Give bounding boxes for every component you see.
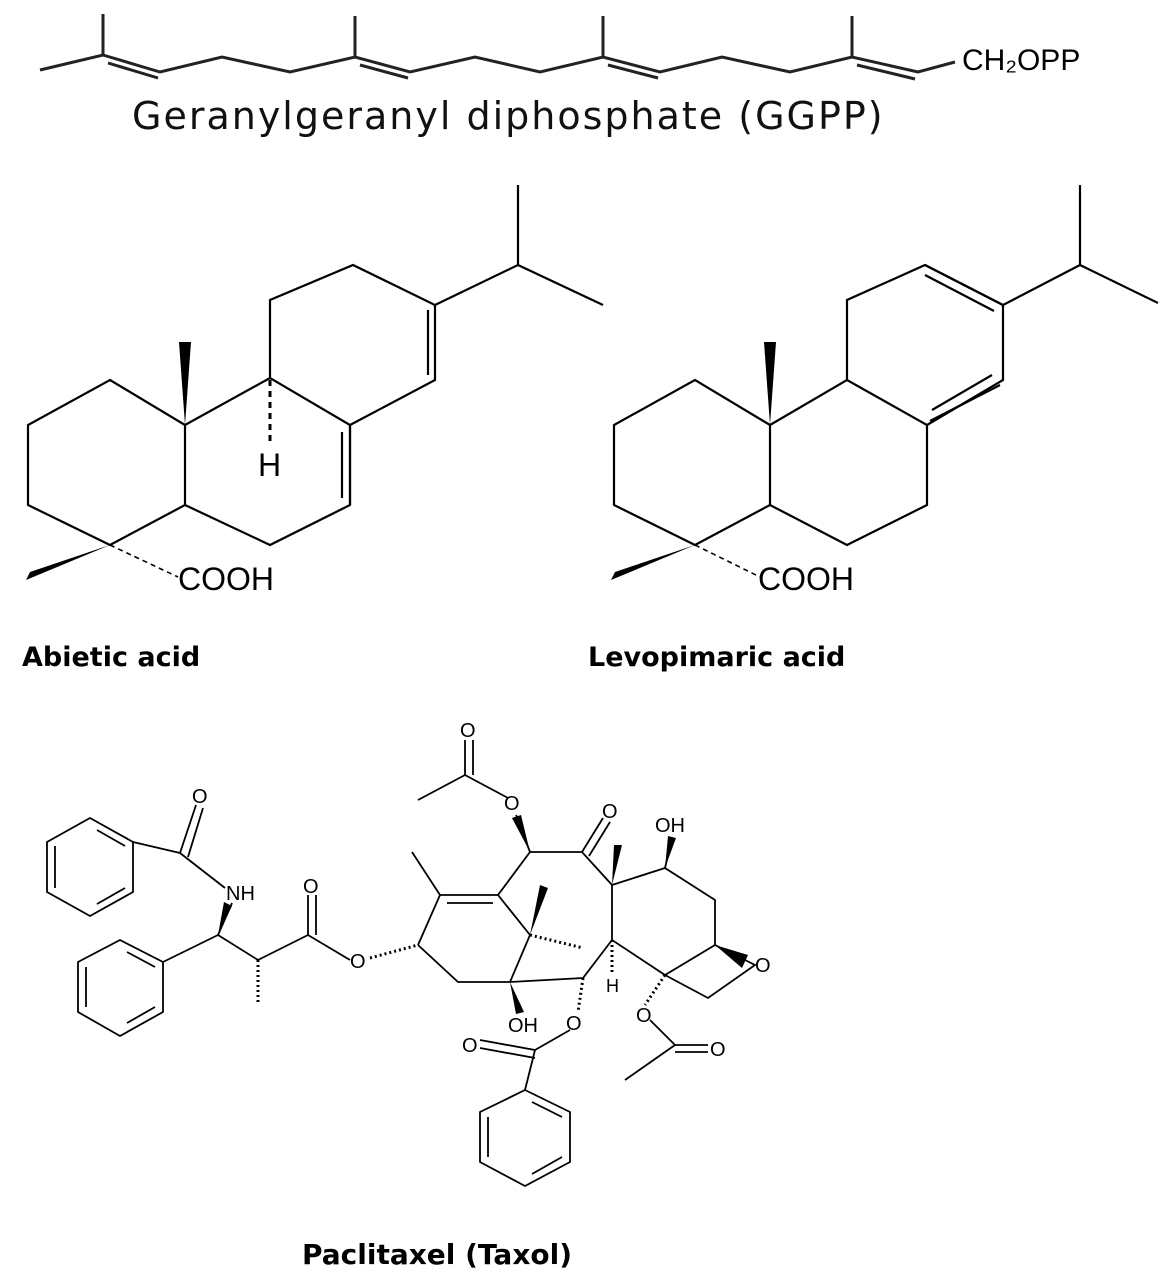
paclitaxel-o-benzoate-c: O (462, 1035, 478, 1057)
levopimaric-methyl-wedge-bottom (611, 545, 695, 580)
paclitaxel-o-acetyl-top: O (460, 720, 476, 742)
abietic-h-label: H (258, 447, 281, 483)
levopimaric-acid-label: Levopimaric acid (588, 642, 846, 673)
paclitaxel-o-ester-c: O (303, 876, 319, 898)
paclitaxel-wedge-oh-top (665, 836, 676, 868)
paclitaxel-o-oxetane: O (755, 955, 771, 977)
paclitaxel-o-ketone: O (602, 801, 618, 823)
paclitaxel-h-ring: H (606, 976, 619, 996)
paclitaxel-oh-bottom: OH (508, 1015, 538, 1037)
levopimaric-acid-structure (612, 185, 1159, 578)
levopimaric-methyl-wedge-top (764, 342, 776, 425)
paclitaxel-wedge-methyl-1 (530, 885, 548, 935)
paclitaxel-o-ester-link: O (350, 951, 366, 973)
levopimaric-cooh-label: COOH (758, 561, 854, 597)
ggpp-structure (39, 14, 956, 81)
paclitaxel-label: Paclitaxel (Taxol) (302, 1238, 573, 1271)
paclitaxel-oh-top: OH (655, 815, 685, 837)
ggpp-caption: Geranylgeranyl diphosphate (GGPP) (132, 94, 885, 138)
paclitaxel-wedge-top-acetyl (512, 815, 530, 852)
abietic-acid-structure (26, 185, 604, 578)
paclitaxel-o-acetate-link: O (636, 1005, 652, 1027)
paclitaxel-o-acetate-c: O (710, 1039, 726, 1061)
abietic-methyl-wedge-top (179, 342, 191, 425)
abietic-methyl-wedge-bottom (26, 545, 110, 580)
paclitaxel-wedge-oxetane (715, 945, 748, 968)
paclitaxel-o-amide: O (192, 786, 208, 808)
paclitaxel-wedge-oh-bottom (510, 982, 524, 1014)
abietic-acid-label: Abietic acid (22, 642, 201, 673)
paclitaxel-o-benzoate-link: O (566, 1013, 582, 1035)
paclitaxel-structure (46, 740, 757, 1188)
paclitaxel-wedge-methyl-2 (612, 845, 622, 885)
paclitaxel-wedge-nh (218, 902, 232, 935)
abietic-cooh-label: COOH (178, 561, 274, 597)
paclitaxel-o-acetyl-link: O (504, 793, 520, 815)
ggpp-substituent-label: CH₂OPP (962, 44, 1080, 77)
paclitaxel-nh: NH (226, 883, 255, 905)
